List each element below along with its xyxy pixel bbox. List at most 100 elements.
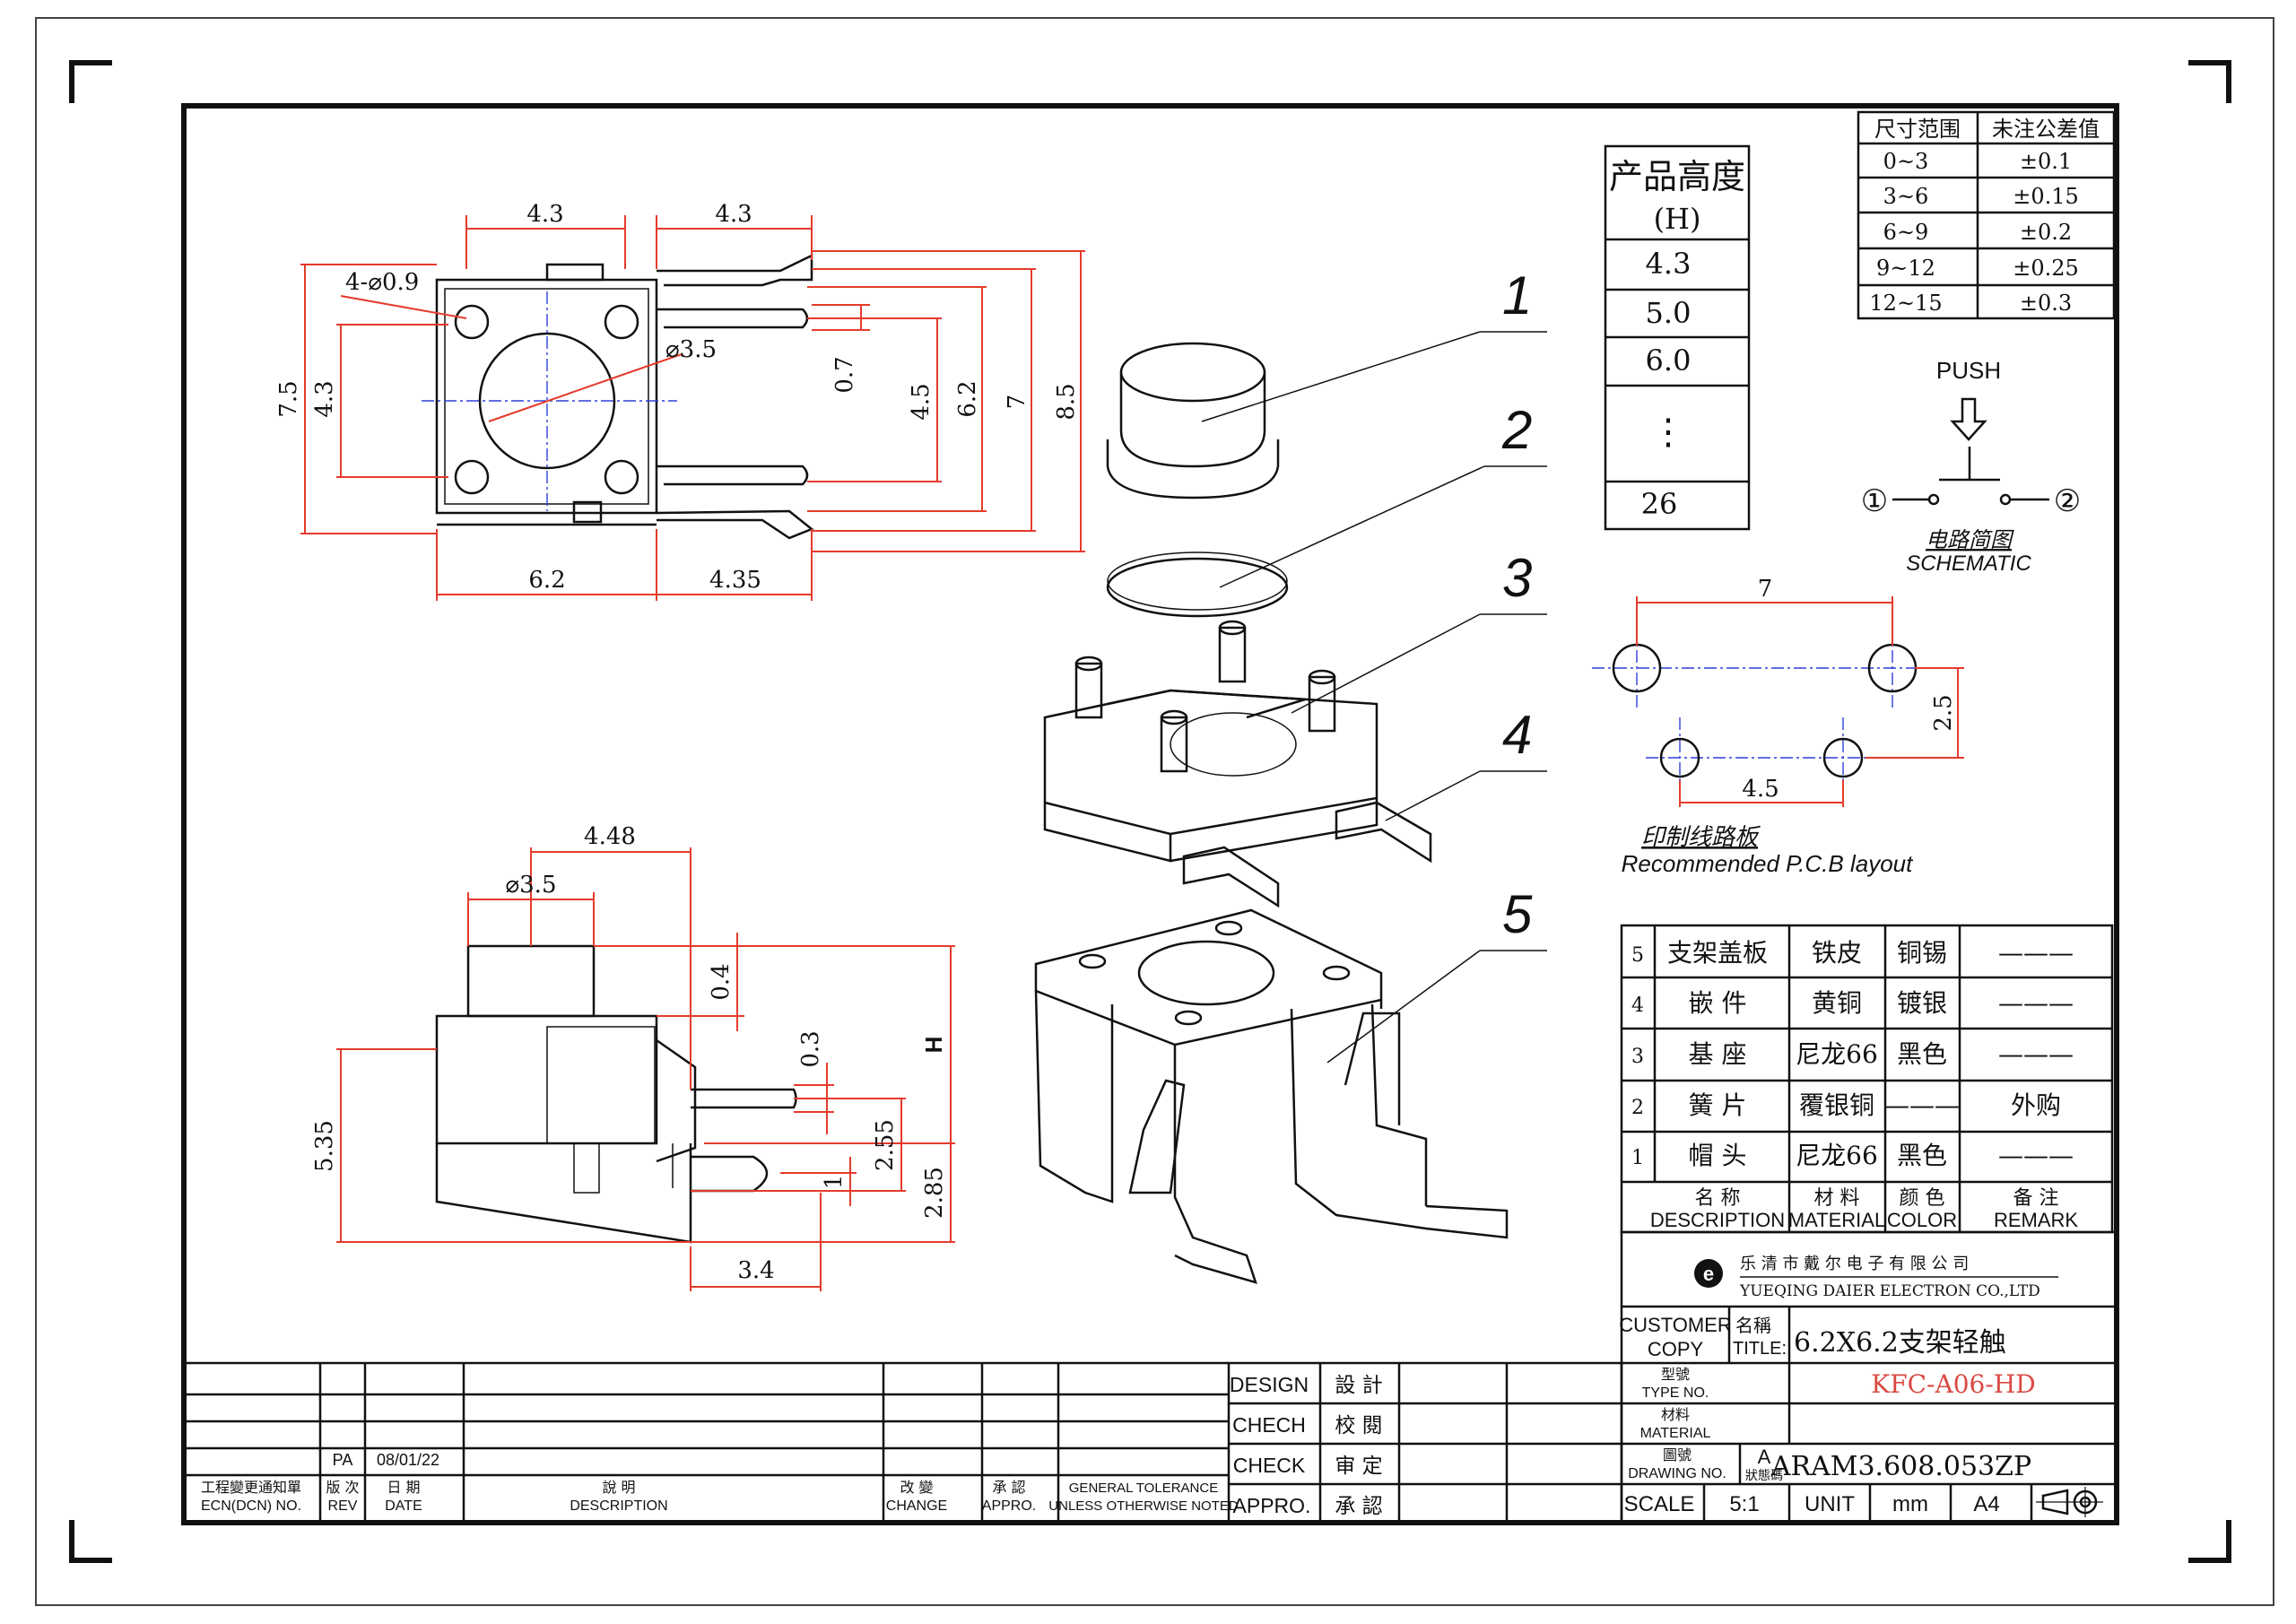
- pcb-layout: 7 2.5 4.5 印制线路板 Recommended P.C.B layout: [1592, 576, 1964, 877]
- dim-label: H: [920, 1037, 947, 1054]
- dim-label: 4.5: [908, 383, 935, 420]
- pcb-hole: [1822, 737, 1864, 778]
- top-view: 4.3 4.3 4-⌀0.9 ⌀3.5 7.5 4.3 0.7 4.5 6.2 …: [275, 201, 1085, 601]
- bom-material: 覆银铜: [1799, 1090, 1874, 1120]
- tolerance-note: GENERAL TOLERANCE: [1069, 1481, 1218, 1496]
- dim-label: 0.4: [708, 963, 735, 1000]
- node-1: ①: [1861, 484, 1888, 518]
- bom-name: 帽 头: [1689, 1141, 1747, 1170]
- side-view: 4.48 ⌀3.5 0.4 0.3 H 5.35 2.55 1 2.85 3.4: [311, 823, 955, 1291]
- dim-label: 4.3: [311, 380, 338, 417]
- dim-label: ⌀3.5: [665, 336, 717, 363]
- bom-color: 铜锡: [1897, 938, 1947, 968]
- height-table-header: 产品高度: [1609, 157, 1745, 196]
- tol-range: 3~6: [1883, 184, 1929, 209]
- rev-header-cn: 版 次: [326, 1479, 359, 1496]
- drawing-border: [181, 103, 2119, 1525]
- dim-label: 8.5: [1053, 383, 1080, 420]
- pcb-hole: [1659, 737, 1700, 778]
- sign-role-en: DESIGN: [1230, 1373, 1309, 1396]
- pcb-title-cn: 印制线路板: [1641, 824, 1761, 851]
- type-value: KFC-A06-HD: [1871, 1369, 2035, 1399]
- title-value: 6.2X6.2支架轻触: [1794, 1327, 2006, 1359]
- rev-header-en: DESCRIPTION: [570, 1498, 667, 1514]
- bom-name: 簧 片: [1689, 1090, 1747, 1120]
- dim-label: ⌀3.5: [505, 872, 556, 899]
- dim-label: 3.4: [737, 1257, 774, 1284]
- scale-label: SCALE: [1624, 1492, 1695, 1516]
- node-2: ②: [2054, 484, 2081, 518]
- bom-material: 铁皮: [1812, 938, 1862, 968]
- bom-table: 5 支架盖板 铁皮 铜锡 ——— 4 嵌 件 黄铜 镀银 ——— 3 基 座 尼…: [1620, 924, 2114, 1234]
- page-outer-frame: [35, 17, 2274, 1606]
- part-spring-disc: [1106, 557, 1289, 618]
- copy-label: COPY: [1648, 1338, 1704, 1360]
- date-entry: 08/01/22: [377, 1451, 439, 1469]
- dim-label: 5.35: [311, 1120, 338, 1172]
- rev-header-en: DATE: [385, 1498, 422, 1514]
- rev-header-cn: 日 期: [387, 1479, 420, 1496]
- tol-value: ±0.15: [2013, 184, 2079, 209]
- corner-marks: [69, 60, 2231, 1563]
- dim-label: 4.35: [709, 567, 761, 594]
- bom-no: 5: [1631, 944, 1644, 967]
- version-value: A: [1758, 1446, 1771, 1468]
- height-value: 4.3: [1646, 247, 1692, 281]
- pcb-title-en: Recommended P.C.B layout: [1622, 850, 1914, 877]
- dim-label: 4.3: [715, 201, 752, 228]
- bom-material: 尼龙66: [1796, 1039, 1878, 1069]
- paper-size: A4: [1973, 1492, 1999, 1516]
- dim-label: 0.3: [797, 1030, 824, 1067]
- material-label-en: MATERIAL: [1640, 1426, 1711, 1441]
- sign-role-cn: 承 認: [1335, 1495, 1382, 1518]
- customer-label: CUSTOMER: [1619, 1314, 1732, 1336]
- rev-header-en: REV: [328, 1498, 358, 1514]
- bom-color: 黑色: [1897, 1141, 1947, 1170]
- schematic-title-cn: 电路简图: [1926, 527, 2014, 552]
- callout-number: 1: [1502, 265, 1532, 326]
- dim-label: 2.55: [872, 1119, 899, 1171]
- type-label-cn: 型號: [1661, 1366, 1690, 1383]
- pin-hole: [454, 459, 490, 495]
- rev-header-en: CHANGE: [886, 1498, 947, 1514]
- bom-footer-cn: 名 称: [1695, 1187, 1741, 1210]
- rev-header-cn: 說 明: [602, 1479, 635, 1496]
- callout-number: 4: [1502, 705, 1532, 765]
- bom-footer-en: REMARK: [1994, 1209, 2078, 1231]
- unit-value: mm: [1892, 1492, 1928, 1516]
- dim-label: 7: [1004, 395, 1031, 410]
- dim-label: 2.5: [1930, 694, 1957, 731]
- height-value: ⋮: [1650, 412, 1686, 453]
- pin-hole: [454, 304, 490, 340]
- scale-value: 5:1: [1729, 1492, 1759, 1516]
- rev-header-cn: 工程變更通知單: [201, 1479, 301, 1496]
- dim-label: 0.7: [831, 356, 858, 393]
- tolerance-note: UNLESS OTHERWISE NOTED: [1048, 1498, 1239, 1514]
- bom-footer-en: COLOR: [1887, 1209, 1957, 1231]
- tol-range: 6~9: [1883, 220, 1929, 245]
- schematic: PUSH ① ② 电路简图 SCHEMATIC: [1861, 357, 2081, 576]
- svg-text:e: e: [1703, 1263, 1714, 1285]
- dim-label: 1: [821, 1175, 848, 1190]
- callout-number: 2: [1501, 400, 1532, 460]
- sign-role-cn: 設 計: [1335, 1374, 1382, 1397]
- part-insert: [1335, 801, 1432, 864]
- projection-symbol-icon: [2036, 1487, 2103, 1517]
- company-logo: [1694, 1259, 1723, 1288]
- bom-material: 尼龙66: [1796, 1141, 1878, 1170]
- part-cap: [1119, 372, 1266, 468]
- sign-role-en: CHECK: [1233, 1454, 1306, 1477]
- bom-name: 基 座: [1689, 1039, 1747, 1069]
- bom-remark: ———: [1998, 1039, 2074, 1069]
- title-label-cn: 名稱: [1735, 1315, 1771, 1336]
- height-value: 6.0: [1646, 343, 1692, 378]
- tol-value: ±0.3: [2020, 291, 2072, 316]
- side-view-button: [466, 944, 596, 1018]
- tol-value: ±0.25: [2013, 256, 2079, 281]
- bom-remark: ———: [1998, 938, 2074, 968]
- dim-label: 4.5: [1742, 776, 1779, 803]
- sign-role-cn: 校 閱: [1335, 1414, 1382, 1437]
- top-view-button: [478, 332, 616, 470]
- schematic-title-en: SCHEMATIC: [1906, 551, 2031, 576]
- height-value: 5.0: [1646, 296, 1692, 330]
